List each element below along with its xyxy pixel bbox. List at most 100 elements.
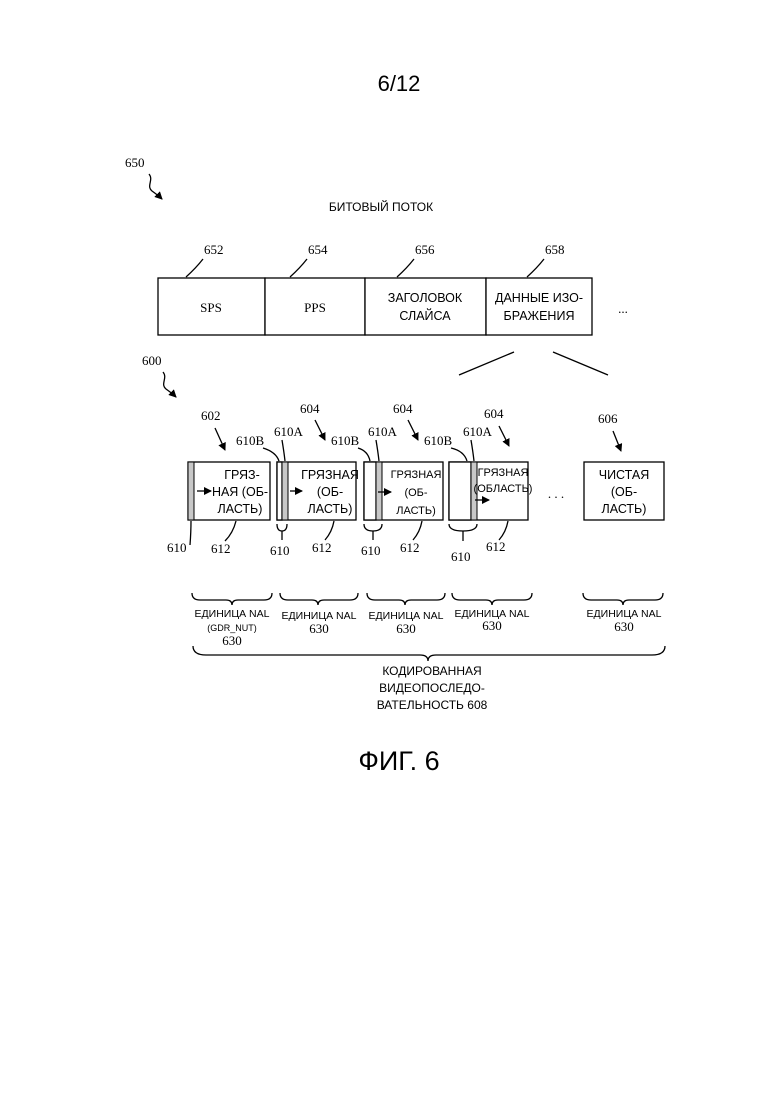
picture-606-ref-arrow (613, 431, 621, 451)
picture-604c-610a-ref: 610A (463, 424, 493, 439)
picture-602-line2: НАЯ (ОБ- (212, 485, 268, 499)
picture-604c-610-brace (449, 524, 477, 531)
slice-header-cell (365, 278, 486, 335)
picture-604a-610-brace (277, 524, 287, 531)
coded-video-sequence-line1: КОДИРОВАННАЯ (382, 664, 481, 678)
nal-unit-ref: 630 (614, 619, 634, 634)
bitstream-ellipsis: ... (618, 301, 628, 316)
picture-604b-610-brace (364, 524, 382, 531)
picture-604c-ref: 604 (484, 406, 504, 421)
picture-604c-region-ref: 610 (451, 549, 471, 564)
nal-unit-ref: 630 (482, 618, 502, 633)
pps-label: PPS (304, 300, 326, 315)
picture-602-dirty-ref: 612 (211, 541, 231, 556)
picture-602-line1: ГРЯЗ- (224, 468, 260, 482)
picture-604b-region-ref: 610 (361, 543, 381, 558)
picture-604a-dirty-leader (325, 521, 334, 540)
nal-unit-brace (367, 593, 445, 605)
clean-region-610b (364, 462, 376, 520)
pps-ref-leader (290, 259, 307, 277)
picture-606-ref: 606 (598, 411, 618, 426)
picture-604a-line3: ЛАСТЬ) (308, 502, 353, 516)
bitstream-title: БИТОВЫЙ ПОТОК (329, 199, 433, 214)
picture-604b-dirty-leader (413, 521, 422, 540)
picture-604b-line1: ГРЯЗНАЯ (391, 469, 442, 481)
picture-604a-610b-leader (263, 448, 279, 461)
slice-header-ref-leader (397, 259, 414, 277)
bitstream-ref-label: 650 (125, 155, 145, 170)
picture-602-ref: 602 (201, 408, 221, 423)
nal-unit-row: ЕДИНИЦА NAL (GDR_NUT) 630 ЕДИНИЦА NAL 63… (192, 593, 663, 648)
coded-video-sequence-brace (193, 646, 665, 661)
picture-604a-610a-ref: 610A (274, 424, 304, 439)
nal-unit-brace (192, 593, 272, 605)
nal-unit-ref: 630 (396, 621, 416, 636)
sps-ref: 652 (204, 242, 224, 257)
refresh-region-bar (188, 462, 194, 520)
picture-604c-ref-arrow (499, 426, 509, 446)
expansion-line-right (553, 352, 608, 375)
coded-video-sequence-line3: ВАТЕЛЬНОСТЬ 608 (377, 698, 488, 712)
sps-ref-leader (186, 259, 203, 277)
picture-604a-line1: ГРЯЗНАЯ (301, 468, 359, 482)
picture-data-label-line1: ДАННЫЕ ИЗО- (495, 291, 583, 305)
clean-region-610b (449, 462, 471, 520)
picture-604a-dirty-ref: 612 (312, 540, 332, 555)
sequence-ellipsis: . . . (548, 486, 564, 501)
picture-602: ГРЯЗ- НАЯ (ОБ- ЛАСТЬ) 602 610 612 (167, 408, 270, 556)
picture-602-line3: ЛАСТЬ) (218, 502, 263, 516)
picture-604a-610a-leader (282, 440, 285, 461)
picture-602-dirty-leader (225, 521, 236, 541)
expansion-line-left (459, 352, 514, 375)
picture-604b-ref-arrow (408, 420, 418, 440)
picture-604b-line3: ЛАСТЬ) (396, 505, 436, 517)
picture-604a-ref-arrow (315, 420, 325, 440)
nal-unit-label: ЕДИНИЦА NAL (195, 608, 270, 620)
bitstream-ref-leader (149, 174, 162, 199)
picture-606-line3: ЛАСТЬ) (602, 502, 647, 516)
nal-unit-brace (280, 593, 358, 605)
nal-unit-type: (GDR_NUT) (207, 623, 257, 633)
clean-region-610b (277, 462, 282, 520)
slice-header-label-line1: ЗАГОЛОВОК (388, 291, 463, 305)
picture-data-ref: 658 (545, 242, 565, 257)
nal-unit-brace (583, 593, 663, 605)
slice-header-label-line2: СЛАЙСА (399, 308, 451, 323)
picture-602-region-ref: 610 (167, 540, 187, 555)
picture-604b-ref: 604 (393, 401, 413, 416)
nal-unit-ref: 630 (222, 633, 242, 648)
picture-604b-line2: (ОБ- (404, 487, 427, 499)
picture-604a-610b-ref: 610B (236, 433, 265, 448)
pps-ref: 654 (308, 242, 328, 257)
picture-data-label-line2: БРАЖЕНИЯ (504, 309, 575, 323)
picture-606: ЧИСТАЯ (ОБ- ЛАСТЬ) 606 (584, 411, 664, 520)
refresh-region-610a (282, 462, 288, 520)
picture-604a-ref: 604 (300, 401, 320, 416)
picture-604b-dirty-ref: 612 (400, 540, 420, 555)
coded-video-sequence-line2: ВИДЕОПОСЛЕДО- (379, 681, 485, 695)
picture-604c-610b-leader (451, 448, 467, 461)
picture-606-line2: (ОБ- (611, 485, 637, 499)
picture-604c-610a-leader (471, 440, 474, 461)
page-number: 6/12 (378, 71, 421, 96)
picture-602-region-leader (190, 521, 191, 545)
picture-606-line1: ЧИСТАЯ (599, 468, 650, 482)
sps-label: SPS (200, 300, 222, 315)
bitstream-row: SPS PPS ЗАГОЛОВОК СЛАЙСА ДАННЫЕ ИЗО- БРА… (158, 242, 628, 335)
picture-602-ref-arrow (215, 428, 225, 450)
refresh-region-610a (376, 462, 382, 520)
picture-data-cell (486, 278, 592, 335)
picture-604a-line2: (ОБ- (317, 485, 343, 499)
picture-604a-region-ref: 610 (270, 543, 290, 558)
picture-604c-dirty-leader (499, 521, 508, 540)
picture-604c-line1: ГРЯЗНАЯ (478, 467, 529, 479)
picture-604b-610b-ref: 610B (331, 433, 360, 448)
picture-data-ref-leader (527, 259, 544, 277)
picture-604b-610a-ref: 610A (368, 424, 398, 439)
picture-604c-line2: (ОБЛАСТЬ) (474, 483, 533, 495)
nal-unit-ref: 630 (309, 621, 329, 636)
picture-604b-610b-leader (358, 448, 370, 461)
picture-604b-610a-leader (376, 440, 379, 461)
sequence-ref-leader (163, 372, 176, 397)
